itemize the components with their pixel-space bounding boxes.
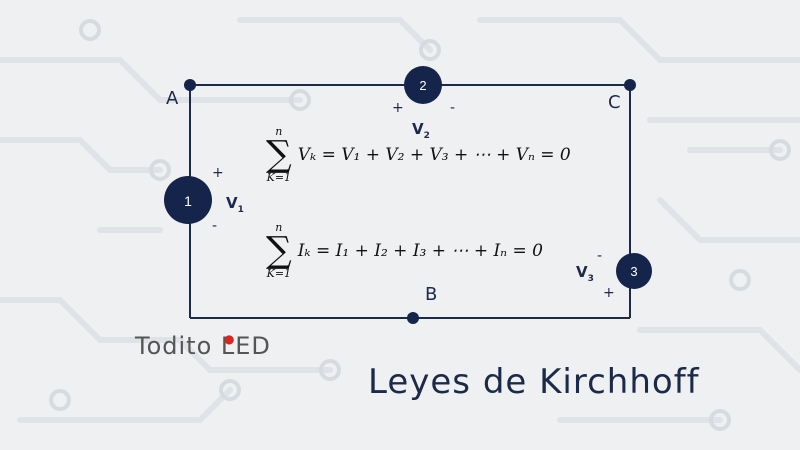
brand-logo-dot-icon: ● <box>224 332 235 346</box>
brand-name: Todito LED <box>135 332 271 360</box>
node-label-b: B <box>425 284 438 305</box>
junction-c <box>624 79 636 91</box>
element-1-plus: + <box>212 165 224 181</box>
voltage-law-body: Vₖ = V₁ + V₂ + V₃ + ⋯ + Vₙ = 0 <box>297 145 571 165</box>
element-3-minus: - <box>597 248 603 264</box>
node-label-a: A <box>166 88 179 109</box>
node-label-c: C <box>608 92 621 113</box>
summation-symbol: n ∑ K=1 <box>266 221 292 280</box>
element-2: 2 <box>404 66 442 104</box>
junction-b <box>407 312 419 324</box>
element-3-number: 3 <box>630 264 637 279</box>
element-3: 3 <box>616 253 652 289</box>
sum-lower-limit: K=1 <box>266 171 292 184</box>
page-title: Leyes de Kirchhoff <box>368 362 700 402</box>
element-1-number: 1 <box>184 193 192 209</box>
junction-a <box>184 79 196 91</box>
circuit-wires <box>189 84 631 319</box>
sum-lower-limit: K=1 <box>266 267 292 280</box>
current-law-equation: n ∑ K=1 Iₖ = I₁ + I₂ + I₃ + ⋯ + Iₙ = 0 <box>266 222 543 280</box>
element-3-voltage-label: V3 <box>576 263 594 284</box>
element-2-number: 2 <box>419 78 426 93</box>
summation-symbol: n ∑ K=1 <box>266 125 292 184</box>
element-1-minus: - <box>212 218 218 234</box>
sum-upper-limit: n <box>275 221 283 234</box>
element-1: 1 <box>164 176 212 224</box>
element-1-voltage-label: V1 <box>226 194 244 215</box>
element-2-minus: - <box>450 100 456 116</box>
element-2-plus: + <box>392 100 404 116</box>
voltage-law-equation: n ∑ K=1 Vₖ = V₁ + V₂ + V₃ + ⋯ + Vₙ = 0 <box>266 126 571 184</box>
brand-logo: Todito LED <box>135 332 271 360</box>
element-3-plus: + <box>603 285 615 301</box>
sum-upper-limit: n <box>275 125 283 138</box>
element-2-voltage-label: V2 <box>412 120 430 141</box>
current-law-body: Iₖ = I₁ + I₂ + I₃ + ⋯ + Iₙ = 0 <box>297 241 543 261</box>
